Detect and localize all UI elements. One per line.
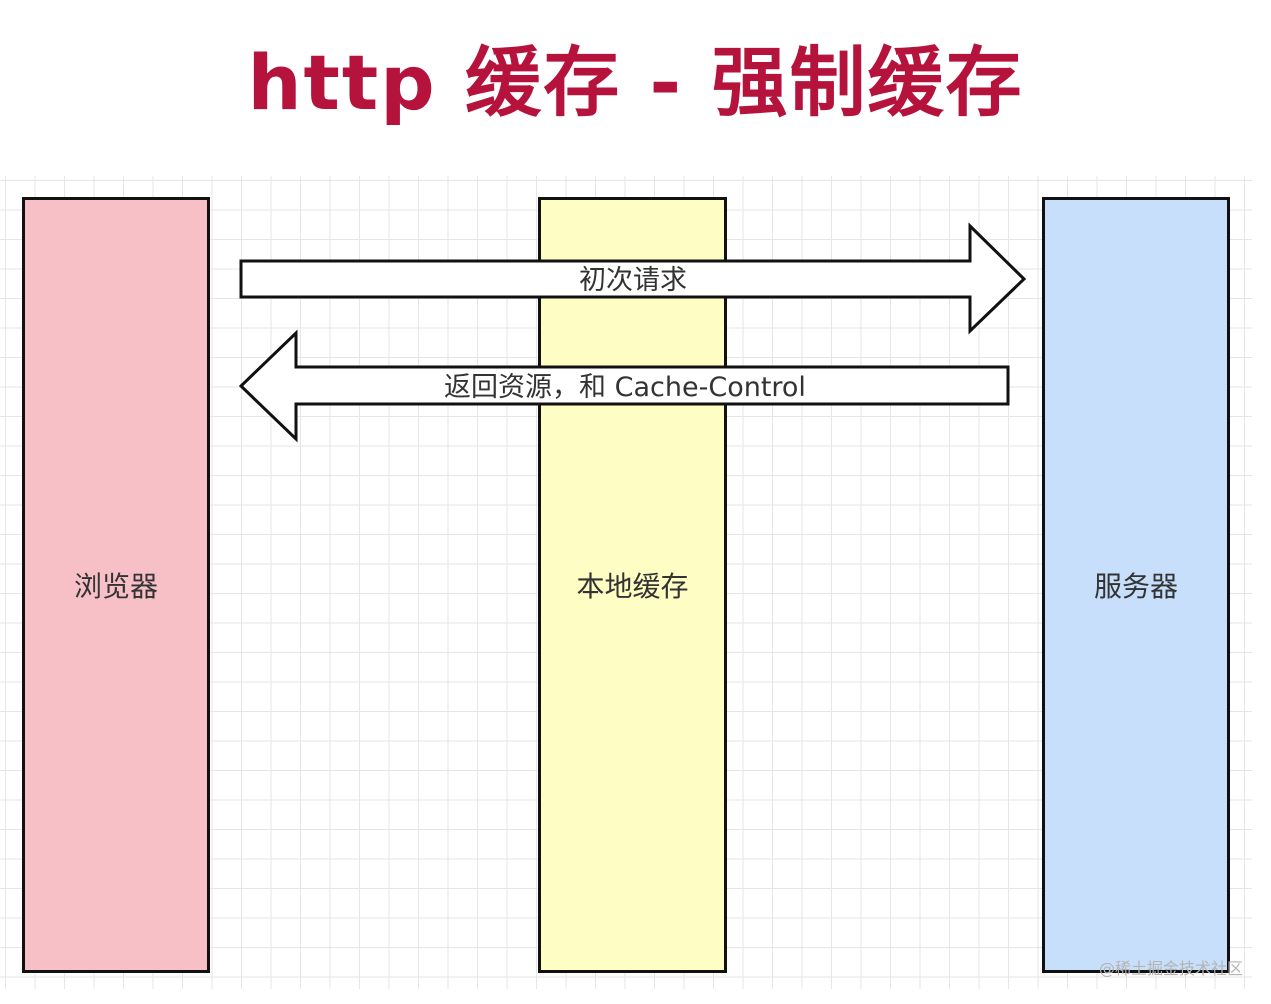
page-title: http 缓存 - 强制缓存 bbox=[247, 38, 1024, 127]
server-label: 服务器 bbox=[1093, 570, 1178, 603]
browser-label: 浏览器 bbox=[73, 570, 158, 603]
local-cache-label: 本地缓存 bbox=[576, 570, 689, 603]
browser-column: 浏览器 bbox=[22, 197, 210, 973]
watermark: @稀土掘金技术社区 bbox=[1098, 959, 1243, 978]
server-column: 服务器 bbox=[1042, 197, 1230, 973]
local-cache-column: 本地缓存 bbox=[538, 197, 727, 973]
